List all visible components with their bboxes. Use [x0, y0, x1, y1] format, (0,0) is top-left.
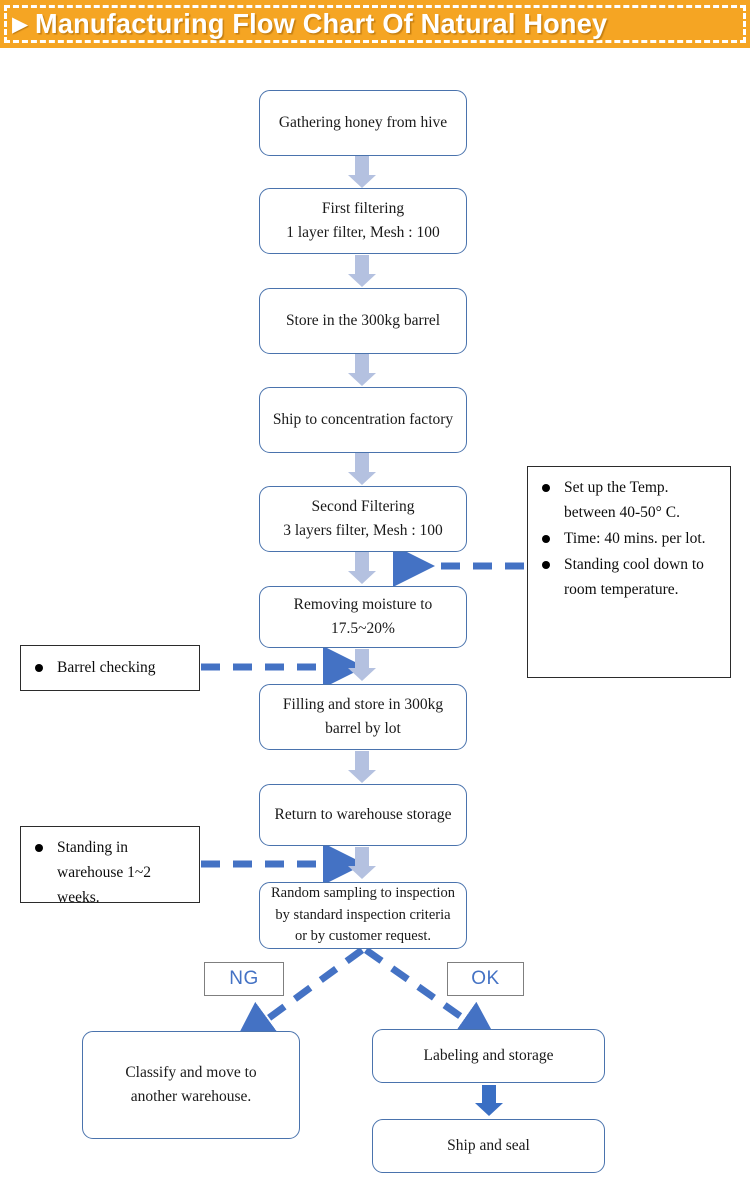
tag-ok[interactable]: OK [447, 962, 524, 996]
node-line: Removing moisture to [293, 595, 433, 613]
flow-arrow-down-icon [348, 156, 376, 188]
flow-arrow-down-icon [348, 552, 376, 584]
node-second-filtering[interactable]: Second Filtering 3 layers filter, Mesh :… [259, 486, 467, 552]
note-bullet: Time: 40 mins. per lot. [538, 526, 720, 551]
node-line: Second Filtering [311, 497, 415, 515]
page-header-banner: ▶ Manufacturing Flow Chart Of Natural Ho… [0, 0, 750, 48]
node-line: 17.5~20% [331, 620, 395, 637]
node-line: or by customer request. [294, 928, 432, 945]
node-line: by standard inspection criteria [275, 906, 451, 923]
note-standing-in-warehouse: Standing in warehouse 1~2 weeks. [20, 826, 200, 906]
note-barrel-checking: Barrel checking [20, 645, 200, 691]
node-line: Ship to concentration factory [272, 410, 454, 428]
node-return-to-warehouse[interactable]: Return to warehouse storage [259, 784, 467, 846]
node-filling-and-store[interactable]: Filling and store in 300kg barrel by lot [259, 684, 467, 750]
tag-ok-label: OK [471, 968, 500, 989]
node-ship-to-factory[interactable]: Ship to concentration factory [259, 387, 467, 453]
node-random-sampling-inspection[interactable]: Random sampling to inspection by standar… [259, 882, 467, 949]
note-bullet: Standing in warehouse 1~2 weeks. [31, 835, 189, 910]
node-line: First filtering [321, 199, 405, 217]
flow-arrow-down-icon [348, 354, 376, 386]
node-line: 3 layers filter, Mesh : 100 [283, 522, 443, 539]
node-line: Ship and seal [447, 1136, 530, 1154]
node-removing-moisture[interactable]: Removing moisture to 17.5~20% [259, 586, 467, 648]
node-first-filtering[interactable]: First filtering 1 layer filter, Mesh : 1… [259, 188, 467, 254]
tag-ng-label: NG [229, 968, 259, 989]
flow-arrow-down-icon [348, 649, 376, 681]
node-line: barrel by lot [325, 720, 401, 737]
flow-arrow-down-icon [348, 847, 376, 879]
node-gathering-honey[interactable]: Gathering honey from hive [259, 90, 467, 156]
node-line: Classify and move to [125, 1063, 257, 1081]
node-line: Gathering honey from hive [278, 113, 448, 131]
node-line: Store in the 300kg barrel [285, 311, 441, 329]
node-line: another warehouse. [130, 1088, 252, 1105]
node-store-in-barrel[interactable]: Store in the 300kg barrel [259, 288, 467, 354]
flow-arrow-down-icon [348, 751, 376, 783]
flow-arrow-down-icon [348, 255, 376, 287]
flow-arrow-down-final-icon [475, 1085, 503, 1117]
node-classify-and-move[interactable]: Classify and move to another warehouse. [82, 1031, 300, 1139]
note-bullet: Set up the Temp. between 40-50° C. [538, 475, 720, 525]
node-line: Filling and store in 300kg [282, 695, 444, 713]
note-bullet: Standing cool down to room temperature. [538, 552, 720, 602]
node-line: Labeling and storage [423, 1046, 554, 1064]
node-line: 1 layer filter, Mesh : 100 [286, 224, 440, 241]
note-bullet: Barrel checking [31, 655, 189, 680]
node-ship-and-seal[interactable]: Ship and seal [372, 1119, 605, 1173]
tag-ng[interactable]: NG [204, 962, 284, 996]
note-temperature: Set up the Temp. between 40-50° C. Time:… [527, 466, 731, 678]
flow-arrow-down-icon [348, 453, 376, 485]
page-title: Manufacturing Flow Chart Of Natural Hone… [35, 8, 608, 39]
node-line: Return to warehouse storage [274, 805, 452, 823]
triangle-right-icon: ▶ [12, 11, 29, 36]
banner-dashed-border [4, 5, 746, 43]
node-labeling-and-storage[interactable]: Labeling and storage [372, 1029, 605, 1083]
node-line: Random sampling to inspection [270, 885, 456, 902]
